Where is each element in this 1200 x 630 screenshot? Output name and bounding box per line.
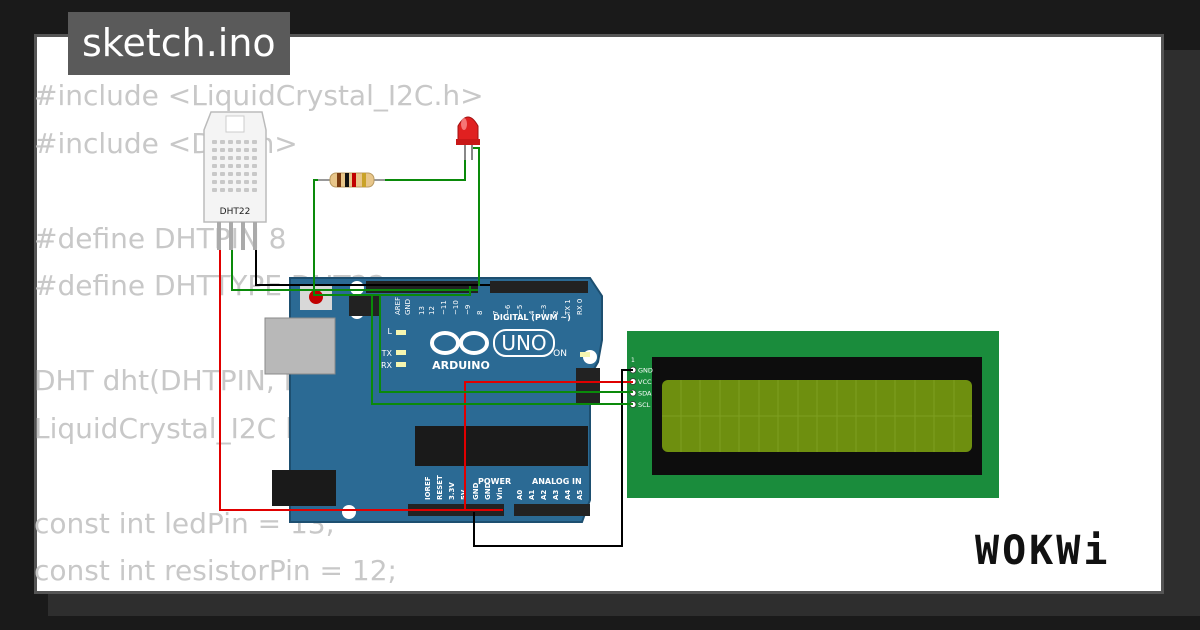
code-preview: #include <LiquidCrystal_I2C.h> #include … xyxy=(34,72,516,595)
code-line: #define DHTTYPE DHT22 xyxy=(34,269,387,302)
code-line: #include <LiquidCrystal_I2C.h> xyxy=(34,79,484,112)
code-line: #define DHTPIN 8 xyxy=(34,221,287,255)
code-line: LiquidCrystal_I2C lcd(0x27, 16, 2); xyxy=(34,411,517,445)
file-tab[interactable]: sketch.ino xyxy=(68,12,290,75)
code-line: const int resistorPin = 12; xyxy=(34,554,397,587)
code-line: const int ledPin = 13; xyxy=(34,506,336,540)
code-line: DHT dht(DHTPIN, DHTTYPE); xyxy=(34,364,433,397)
wokwi-logo: WOKWi xyxy=(975,528,1111,574)
code-line: #include <DHT.h> xyxy=(34,126,298,160)
